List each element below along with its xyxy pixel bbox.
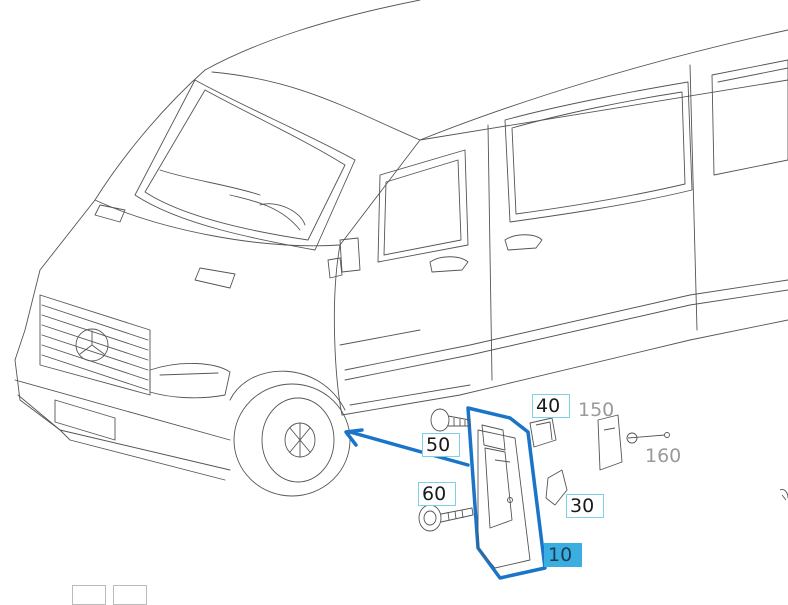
callout-50[interactable]: 50 [422,433,460,457]
callout-30[interactable]: 30 [566,494,604,518]
side-mirror [327,237,361,279]
headlight [149,363,231,399]
body-swage-lines [339,279,788,381]
clip-part [545,469,568,506]
callout-160[interactable]: 160 [645,445,682,467]
location-arrow-line [348,430,470,467]
front-bumper [14,379,231,441]
bolt-part [430,408,471,432]
windshield [134,79,356,251]
screw-part [418,504,474,532]
callout-40[interactable]: 40 [532,394,570,418]
callout-60[interactable]: 60 [418,482,456,506]
van-body-outline [14,0,788,481]
location-arrow-head [344,428,364,447]
cover-plate-part [597,414,623,471]
callout-150[interactable]: 150 [578,399,615,421]
hood-vents [94,204,236,289]
callout-10[interactable]: 10 [544,543,582,567]
partial-part-edge [779,489,788,501]
mud-flap-highlight [466,406,547,580]
small-screw-part [626,432,670,444]
mud-flap-part [477,424,531,569]
side-windows [377,59,788,263]
front-wheel [229,370,351,497]
nav-box-left[interactable] [72,585,106,605]
grille [39,294,151,396]
nav-box-right[interactable] [113,585,147,605]
bracket-part [529,417,557,448]
door-handles [429,234,543,273]
